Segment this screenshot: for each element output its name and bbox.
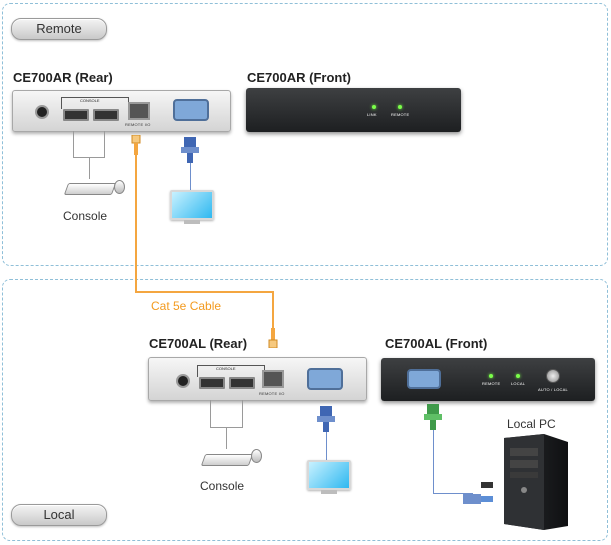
remote-rear-title: CE700AR (Rear) xyxy=(13,70,113,85)
rj45-port-icon xyxy=(128,102,150,120)
remote-led-icon xyxy=(489,374,493,378)
vga-port-icon xyxy=(407,369,441,389)
remote-led-label: REMOTE xyxy=(391,112,410,117)
mouse-icon xyxy=(251,449,262,463)
usb-cable xyxy=(242,400,243,428)
mouse-icon xyxy=(114,180,125,194)
console-port-group: CONSOLE xyxy=(197,365,265,377)
local-front-title: CE700AL (Front) xyxy=(385,336,488,351)
keyboard-icon xyxy=(200,454,254,466)
usb-port-icon xyxy=(93,109,119,121)
local-led-label: LOCAL xyxy=(511,381,526,386)
link-led-label: LINK xyxy=(367,112,377,117)
remote-front-panel: LINK REMOTE xyxy=(246,88,461,132)
vga-port-icon xyxy=(307,368,343,390)
rj45-plug-icon xyxy=(131,135,141,155)
local-led-icon xyxy=(516,374,520,378)
usb-cable xyxy=(226,427,227,449)
vga-cable xyxy=(433,430,434,494)
rj45-port-icon xyxy=(262,370,284,388)
remote-io-label: REMOTE I/O xyxy=(125,122,151,127)
cat5e-cable xyxy=(135,155,137,293)
cat5e-cable xyxy=(272,291,274,329)
usb-port-icon xyxy=(63,109,89,121)
usb-cable xyxy=(73,131,74,158)
vga-cable xyxy=(433,493,473,494)
remote-led-icon xyxy=(398,105,402,109)
console-port-label: CONSOLE xyxy=(80,98,100,103)
usb-port-icon xyxy=(229,377,255,389)
cat5e-cable xyxy=(135,291,273,293)
local-rear-title: CE700AL (Rear) xyxy=(149,336,248,351)
remote-led-label: REMOTE xyxy=(482,381,501,386)
console-port-group: CONSOLE xyxy=(61,97,129,109)
pc-tower-icon xyxy=(504,434,568,530)
remote-rear-panel: CONSOLE REMOTE I/O xyxy=(12,90,231,132)
remote-io-label: REMOTE I/O xyxy=(259,391,285,396)
remote-front-title: CE700AR (Front) xyxy=(247,70,352,85)
usb-port-icon xyxy=(199,377,225,389)
auto-local-button[interactable] xyxy=(546,369,560,383)
local-zone xyxy=(2,279,608,541)
local-pc-caption: Local PC xyxy=(507,417,556,431)
power-jack-icon xyxy=(35,105,49,119)
remote-console-caption: Console xyxy=(63,209,108,223)
console-port-label: CONSOLE xyxy=(216,366,236,371)
vga-cable xyxy=(326,432,327,460)
local-rear-panel: CONSOLE REMOTE I/O xyxy=(148,357,367,401)
vga-cable xyxy=(190,163,191,191)
remote-zone-label: Remote xyxy=(11,18,107,40)
vga-connector-icon xyxy=(317,406,335,432)
link-led-icon xyxy=(372,105,376,109)
usb-cable xyxy=(104,131,105,158)
usb-cable xyxy=(210,400,211,428)
auto-local-label: AUTO / LOCAL xyxy=(538,387,568,392)
usb-vga-plug-icon xyxy=(463,482,493,504)
remote-zone xyxy=(2,3,608,266)
keyboard-icon xyxy=(63,183,117,195)
local-front-panel: REMOTE LOCAL AUTO / LOCAL xyxy=(381,358,595,401)
vga-connector-icon xyxy=(424,404,442,430)
local-zone-label: Local xyxy=(11,504,107,526)
vga-port-icon xyxy=(173,99,209,121)
cable-label: Cat 5e Cable xyxy=(151,299,222,313)
usb-cable xyxy=(89,157,90,179)
power-jack-icon xyxy=(176,374,190,388)
local-console-caption: Console xyxy=(200,479,245,493)
vga-connector-icon xyxy=(181,137,199,163)
rj45-plug-icon xyxy=(268,328,278,348)
